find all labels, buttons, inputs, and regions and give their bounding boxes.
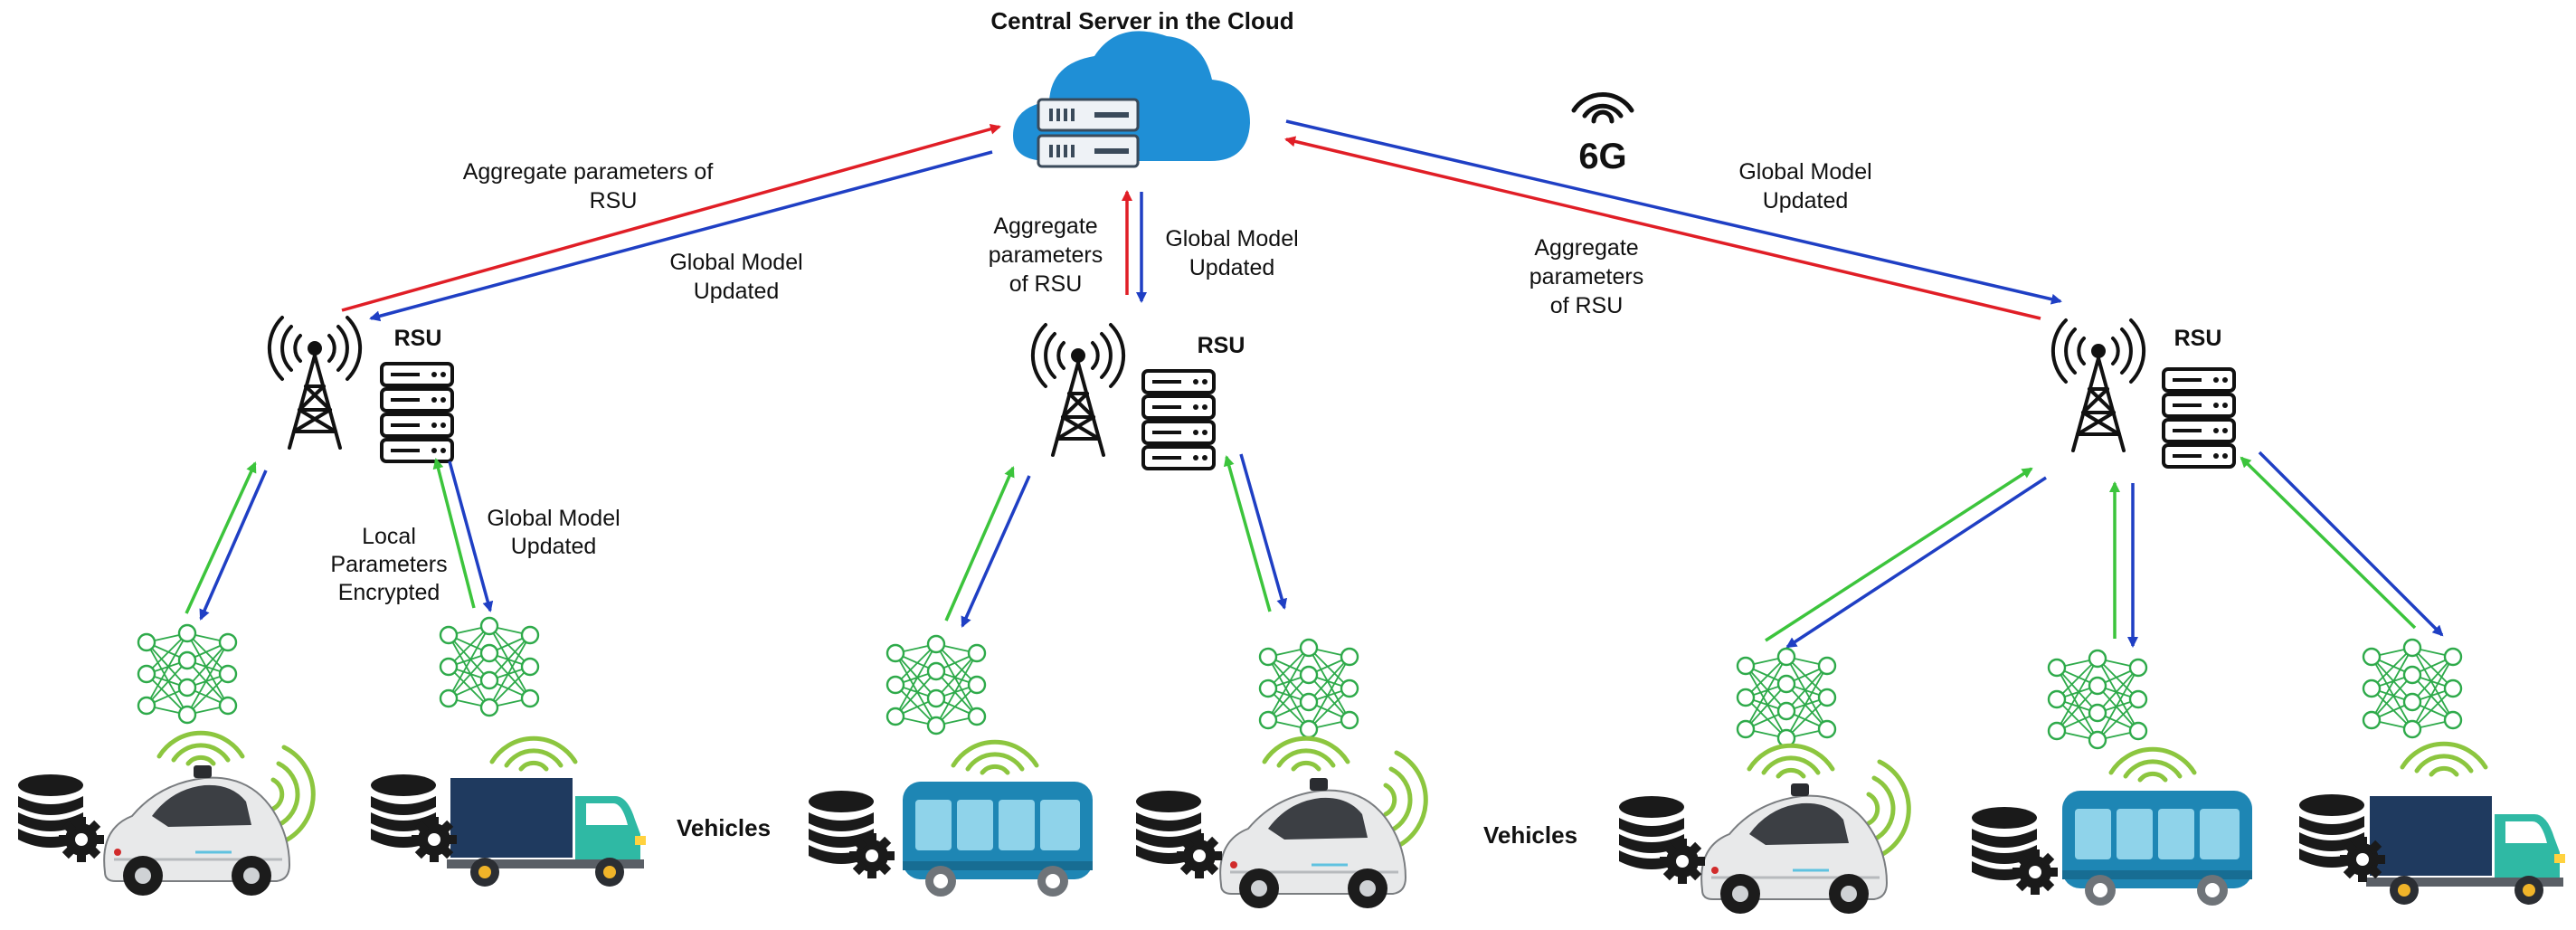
arrow-global-download — [2258, 451, 2444, 637]
label-global-center: Global Model Updated — [1165, 226, 1298, 280]
signal-icon — [1749, 745, 1833, 776]
signal-icon — [1264, 738, 1348, 769]
svg-text:Aggregate parameters of: Aggregate parameters of — [463, 159, 714, 185]
vehicles-label: Vehicles — [677, 814, 771, 841]
database-gear-icon — [1619, 796, 1705, 884]
svg-text:Global Model: Global Model — [487, 506, 620, 531]
svg-text:Updated: Updated — [511, 534, 597, 559]
tower-icon — [1030, 323, 1126, 457]
svg-text:Global Model: Global Model — [1165, 226, 1298, 251]
svg-text:of RSU: of RSU — [1009, 271, 1083, 297]
svg-text:parameters: parameters — [989, 242, 1103, 268]
neural-network-icon — [2047, 649, 2148, 750]
database-gear-icon — [371, 774, 457, 862]
rsu-label: RSU — [394, 326, 442, 351]
neural-network-icon — [1258, 638, 1359, 739]
6g-label: 6G — [1578, 137, 1626, 176]
signal-icon — [2402, 744, 2486, 774]
label-global-left: Global Model Updated — [669, 250, 802, 304]
svg-text:Parameters: Parameters — [330, 552, 447, 577]
svg-text:RSU: RSU — [590, 188, 638, 214]
neural-network-icon — [886, 634, 987, 735]
tower-icon — [267, 316, 363, 450]
car-icon — [1218, 776, 1407, 910]
label-global-right: Global Model Updated — [1738, 159, 1871, 214]
arrow-global-left — [369, 150, 993, 322]
vehicle-car — [1619, 745, 1908, 916]
database-gear-icon — [1136, 791, 1222, 878]
car-icon — [102, 764, 291, 897]
vehicle-truck — [2299, 744, 2565, 905]
svg-text:Updated: Updated — [694, 279, 780, 304]
truck-icon — [447, 778, 646, 887]
signal-icon — [159, 733, 242, 764]
vehicle-bus — [1972, 749, 2252, 906]
arrow-global-download — [199, 470, 268, 621]
signal-icon — [2111, 749, 2194, 780]
rsu-center: RSU — [1030, 323, 1245, 470]
arrow-global-download — [448, 460, 494, 612]
rsu-left: RSU — [267, 316, 454, 463]
bus-icon — [2062, 791, 2252, 906]
svg-text:Encrypted: Encrypted — [338, 580, 440, 605]
arrow-global-right — [1285, 119, 2062, 305]
database-gear-icon — [809, 791, 895, 878]
6g-badge: 6G — [1571, 92, 1634, 176]
arrow-aggregate-left — [341, 123, 1001, 312]
rsu-label: RSU — [1198, 333, 1245, 358]
neural-network-icon — [439, 616, 540, 717]
arrow-aggregate-right — [1284, 136, 2041, 320]
svg-text:Aggregate: Aggregate — [1534, 235, 1638, 261]
server-icon — [1141, 369, 1216, 470]
database-gear-icon — [18, 774, 104, 862]
label-local-params: Local Parameters Encrypted — [330, 524, 447, 605]
arrow-local-upload — [1223, 455, 1272, 612]
label-aggregate-left: Aggregate parameters of RSU — [463, 159, 714, 214]
truck-icon — [2366, 796, 2565, 905]
neural-network-icon — [137, 623, 238, 725]
vehicle-car — [18, 733, 313, 897]
svg-text:Global Model: Global Model — [1738, 159, 1871, 185]
svg-text:Aggregate: Aggregate — [993, 214, 1097, 239]
label-aggregate-center: Aggregate parameters of RSU — [989, 214, 1103, 297]
vehicles-label: Vehicles — [1483, 821, 1577, 849]
label-aggregate-right: Aggregate parameters of RSU — [1530, 235, 1643, 318]
svg-text:Updated: Updated — [1763, 188, 1849, 214]
cloud-icon — [1013, 31, 1250, 168]
signal-icon — [953, 742, 1037, 773]
server-icon — [380, 362, 454, 463]
tower-icon — [2050, 318, 2146, 452]
vehicle-truck — [371, 738, 646, 887]
arrow-global-download — [1239, 453, 1288, 610]
svg-text:of RSU: of RSU — [1550, 293, 1624, 318]
svg-text:Local: Local — [362, 524, 416, 549]
arrow-local-upload — [185, 461, 257, 614]
server-icon — [2162, 367, 2236, 469]
rsu-right: RSU — [2050, 318, 2236, 469]
rsu-label: RSU — [2174, 326, 2222, 351]
arrow-global-download — [961, 475, 1031, 628]
signal-icon — [492, 738, 575, 769]
car-icon — [1700, 782, 1889, 916]
arrow-local-upload — [2240, 456, 2417, 630]
arrow-global-download — [1785, 476, 2047, 649]
vehicle-bus — [809, 742, 1093, 897]
vehicle-car — [1136, 738, 1425, 910]
diagram-title: Central Server in the Cloud — [990, 7, 1293, 34]
svg-text:Global Model: Global Model — [669, 250, 802, 275]
neural-network-icon — [2362, 638, 2463, 739]
arrow-local-upload — [432, 458, 476, 609]
database-gear-icon — [1972, 807, 2058, 895]
bus-icon — [903, 782, 1093, 897]
svg-text:Updated: Updated — [1189, 255, 1275, 280]
arrow-local-upload — [944, 466, 1015, 622]
svg-text:parameters: parameters — [1530, 264, 1643, 289]
label-global-vehicle: Global Model Updated — [487, 506, 620, 559]
neural-network-icon — [1736, 647, 1837, 748]
arrow-local-upload — [1765, 467, 2033, 642]
